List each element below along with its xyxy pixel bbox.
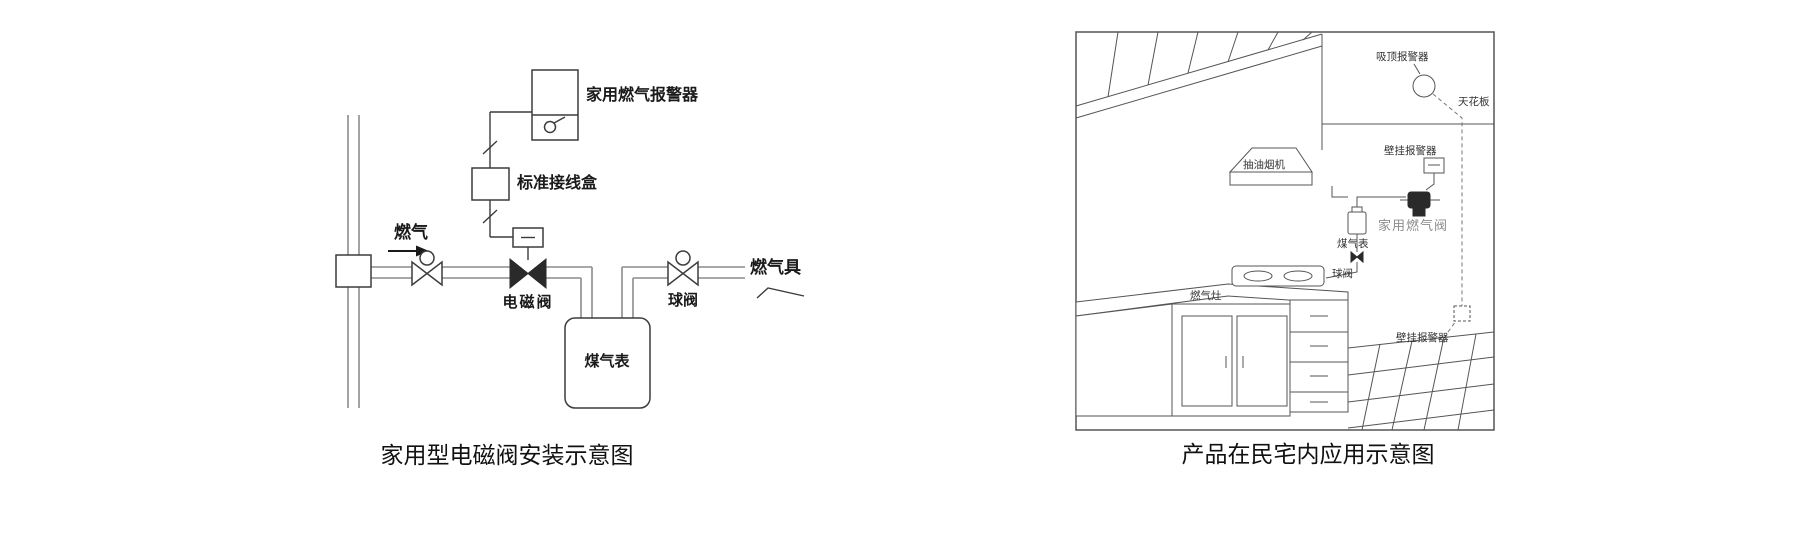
solenoid-valve-icon: [509, 227, 547, 290]
inlet-valve-icon: [411, 250, 443, 287]
pipe-fitting: [335, 254, 372, 288]
gas-meter-small-label: 煤气表: [1337, 237, 1369, 250]
appliance-connection-mark: [756, 287, 805, 299]
gas-appliance-label: 燃气具: [750, 257, 801, 278]
ceiling-label: 天花板: [1458, 95, 1490, 108]
range-hood: 抽油烟机: [1228, 147, 1313, 186]
gas-alarm-device: [531, 69, 579, 141]
junction-box-label: 标准接线盒: [516, 173, 598, 192]
gas-meter-small-icon: [1331, 186, 1406, 235]
ball-valve-label: 球阀: [668, 291, 698, 309]
wall-alarm-alt-position: [1453, 305, 1471, 322]
gas-meter: 煤气表: [564, 317, 651, 409]
left-caption: 家用型电磁阀安装示意图: [381, 443, 634, 468]
sensor-icon: [543, 116, 566, 134]
ball-valve-small-label: 球阀: [1332, 267, 1353, 280]
right-caption: 产品在民宅内应用示意图: [1182, 442, 1435, 467]
gas-stove-label: 燃气灶: [1190, 289, 1222, 302]
ball-valve-small-icon: [1325, 234, 1364, 279]
ceiling-beams: [1075, 31, 1494, 150]
drawer-unit: [1289, 299, 1349, 413]
wall-alarm-top-label: 壁挂报警器: [1384, 144, 1437, 157]
junction-box: [471, 167, 510, 201]
gas-stove: [1231, 265, 1325, 287]
gas-alarm-label: 家用燃气报警器: [586, 85, 699, 104]
cabinet-door-right: [1236, 315, 1288, 407]
ceiling-alarm-icon: [1412, 74, 1436, 98]
cabinet-door-left: [1181, 315, 1233, 407]
wall-alarm-bottom-label: 壁挂报警器: [1396, 331, 1449, 344]
gas-flow-arrow-icon: [388, 245, 429, 257]
floor-tiles: [1347, 331, 1495, 431]
alarm-cable: [482, 111, 532, 168]
household-gas-valve-icon: [1400, 191, 1440, 217]
control-cable: [482, 200, 513, 238]
horizontal-pipe-runs: [371, 266, 745, 318]
left-diagram: 燃气 电磁阀 煤气表 球阀: [335, 69, 805, 468]
ball-valve-icon: [667, 250, 699, 287]
wall-alarm-top-icon: [1423, 157, 1445, 191]
gas-meter-label: 煤气表: [584, 352, 630, 370]
range-hood-label: 抽油烟机: [1243, 158, 1285, 171]
base-cabinets: [1075, 299, 1349, 417]
gas-flow-label: 燃气: [394, 222, 428, 243]
solenoid-valve-label: 电磁阀: [502, 293, 553, 311]
household-gas-valve-label: 家用燃气阀: [1378, 218, 1448, 234]
ceiling-alarm-label: 吸顶报警器: [1376, 50, 1429, 63]
right-diagram: 抽油烟机 燃气灶: [1075, 31, 1495, 467]
dashed-connections: [1432, 93, 1471, 333]
